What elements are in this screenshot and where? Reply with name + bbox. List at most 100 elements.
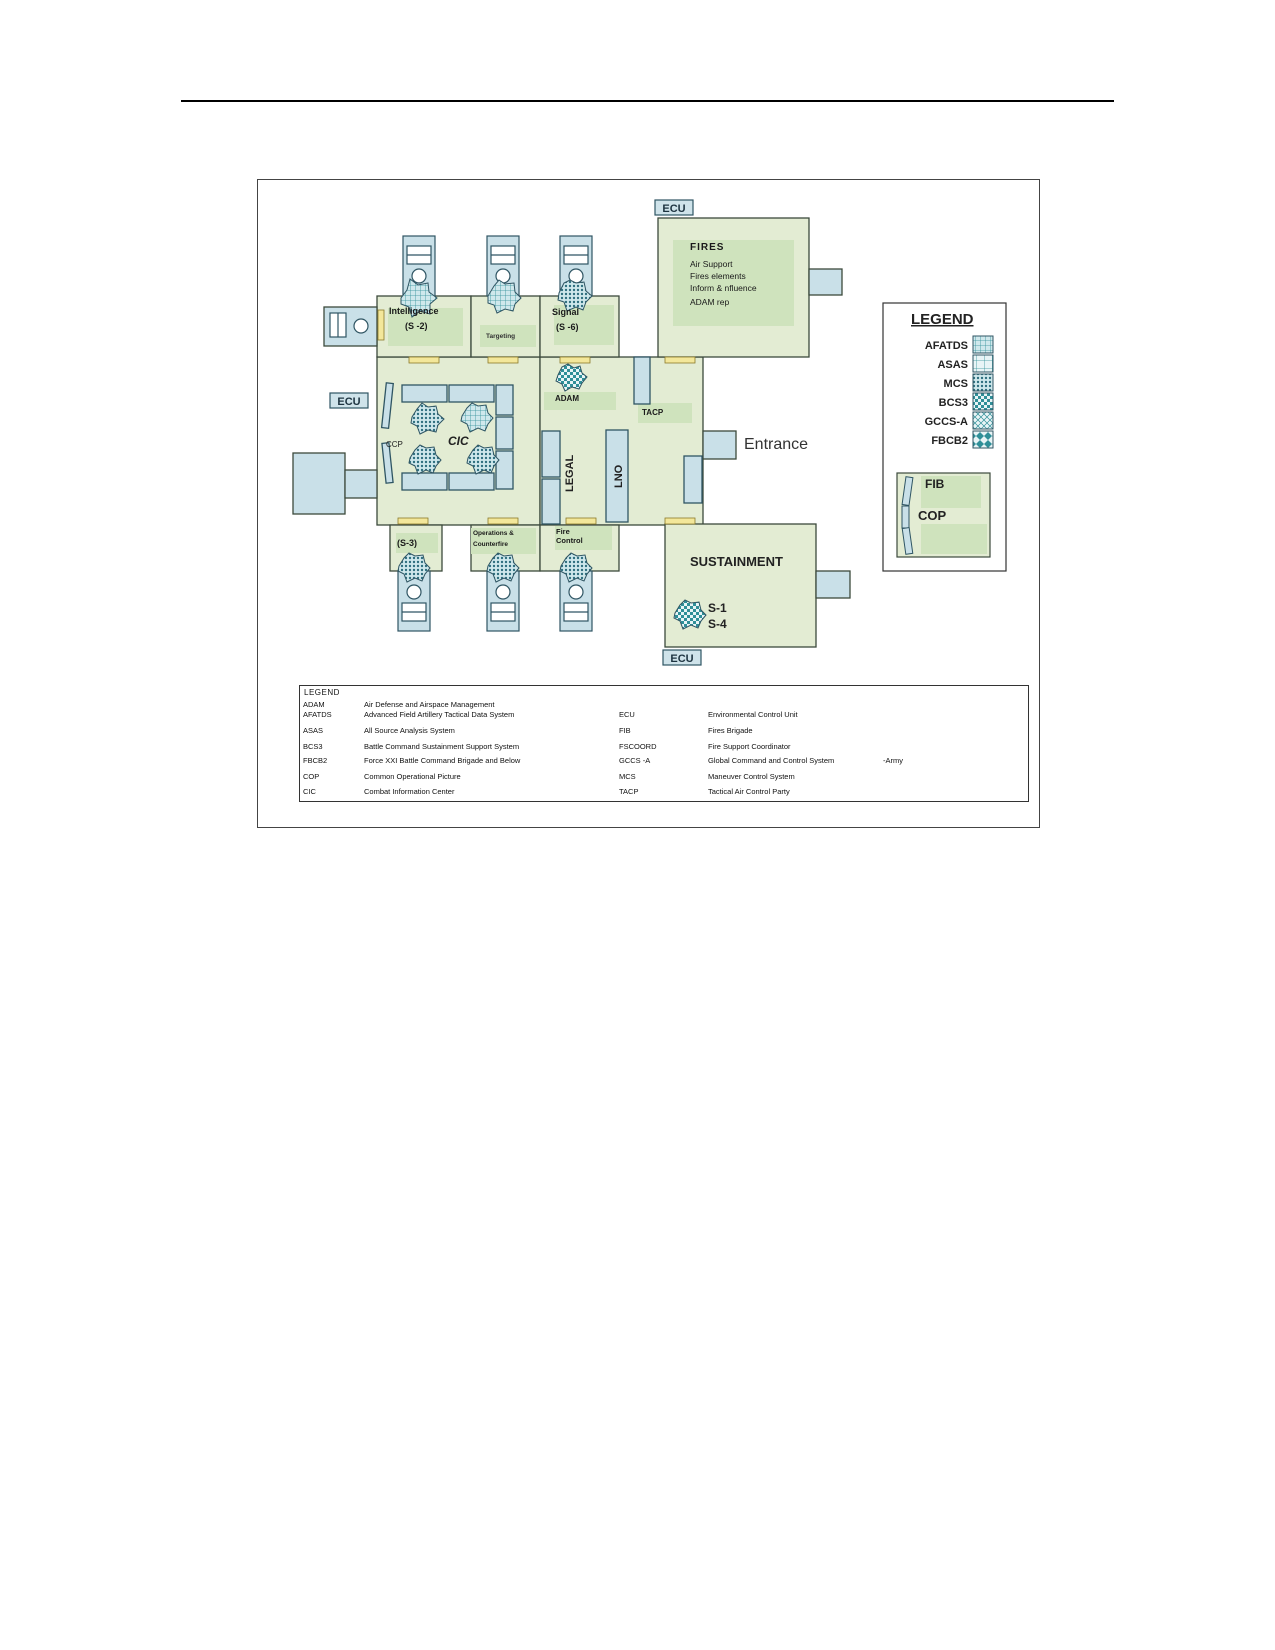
abbreviation-row: AFATDS Advanced Field Artillery Tactical… (300, 710, 1028, 722)
left-annex (292, 452, 346, 515)
symbol-legend: LEGEND AFATDS ASAS MCS BCS3 GCCS-A FBCB2… (882, 302, 1007, 572)
abbr-meaning: Environmental Control Unit (708, 710, 798, 719)
targeting-label: Targeting (486, 333, 515, 340)
system-terminals (397, 278, 707, 630)
adam-label: ADAM (555, 394, 579, 403)
abbr-meaning: Maneuver Control System (708, 772, 795, 781)
bcs3-terminal-adam (555, 363, 588, 392)
legend-swatch-gccs-a (972, 411, 994, 430)
abbreviation-title: LEGEND (304, 688, 340, 697)
header-rule (181, 100, 1114, 102)
fires-item-2: Fires elements (690, 271, 746, 281)
legend-item-bcs3: BCS3 (939, 397, 968, 409)
intelligence-label: Intelligence (389, 306, 439, 316)
legend-swatch-afatds (972, 335, 994, 354)
s4-label: S-4 (708, 617, 727, 631)
sustainment-label: SUSTAINMENT (690, 554, 783, 569)
legend-item-fbcb2: FBCB2 (931, 435, 968, 447)
entrance-label: Entrance (744, 436, 808, 453)
fires-item-4: ADAM rep (690, 297, 729, 307)
ecu-label-left: ECU (337, 396, 360, 408)
abbr-code: COP (303, 772, 320, 781)
abbr-code: CIC (303, 787, 316, 796)
room-labels: FIRES Air Support Fires elements Inform … (386, 242, 808, 631)
abbr-code: AFATDS (303, 710, 332, 719)
fires-annex (808, 268, 843, 296)
ccp-label: CCP (386, 440, 403, 449)
entrance-vestibule (702, 430, 737, 460)
mcs-terminal-cic-2 (408, 444, 442, 475)
abbr-meaning: Fires Brigade (708, 726, 753, 735)
cic-label: CIC (448, 434, 469, 448)
abbr-meaning: Force XXI Battle Command Brigade and Bel… (364, 756, 521, 765)
afatds-terminal (400, 278, 438, 318)
abbr-code: GCCS -A (619, 756, 651, 765)
legend-item-asas: ASAS (937, 359, 968, 371)
abbr-code: ASAS (303, 726, 324, 735)
s3-label: (S-3) (397, 538, 417, 548)
workstations (380, 356, 703, 525)
s2-label: (S -2) (405, 321, 428, 331)
figure-frame (257, 179, 1040, 828)
abbr-meaning: Advanced Field Artillery Tactical Data S… (364, 710, 515, 719)
abbr-meaning: Combat Information Center (364, 787, 455, 796)
s1-label: S-1 (708, 601, 727, 615)
afatds-terminal-cic (460, 402, 494, 433)
abbr-code: FBCB2 (303, 756, 328, 765)
sustainment-annex (815, 570, 851, 599)
room-panels (388, 240, 794, 554)
abbr-meaning-extra: -Army (883, 756, 903, 765)
abbr-meaning: Fire Support Coordinator (708, 742, 791, 751)
legend-cop-label: COP (918, 508, 947, 523)
abbr-meaning: Global Command and Control System (708, 756, 835, 765)
sustainment-room (664, 523, 817, 648)
ecu-label-top: ECU (662, 203, 685, 215)
command-post-layout-diagram: ECU ECU ECU FIRES Air Support Fires elem… (292, 199, 1007, 666)
abbreviation-legend-table: LEGEND ADAM Air Defense and Airspace Man… (299, 685, 1029, 802)
abbr-code: ECU (619, 710, 635, 719)
abbreviation-row: ADAM Air Defense and Airspace Management (300, 700, 1028, 712)
abbr-code: FIB (619, 726, 631, 735)
fire-control-label-2: Control (556, 536, 583, 545)
operations-label: Operations & (473, 530, 514, 537)
afatds-terminal-targeting (487, 279, 522, 314)
legend-title: LEGEND (911, 311, 974, 328)
abbr-meaning: Air Defense and Airspace Management (364, 700, 495, 709)
legend-swatch-fbcb2 (972, 430, 994, 449)
mcs-terminal-firecontrol (559, 552, 593, 583)
abbr-code: FSCOORD (619, 742, 657, 751)
abbr-code: BCS3 (303, 742, 323, 751)
desks (377, 309, 696, 525)
s6-label: (S -6) (556, 322, 579, 332)
mcs-terminal-ops (486, 552, 520, 583)
abbreviation-row: ASAS All Source Analysis System FIB Fire… (300, 726, 1028, 738)
legend-fib-label: FIB (925, 477, 945, 491)
ecu-boxes (329, 199, 702, 666)
legend-swatch-mcs (972, 373, 994, 392)
ecu-label-bottom: ECU (670, 653, 693, 665)
mcs-terminal-cic-1 (410, 402, 445, 435)
legend-swatch-asas (972, 354, 994, 373)
abbreviation-row: COP Common Operational Picture MCS Maneu… (300, 772, 1028, 784)
abbr-code: MCS (619, 772, 636, 781)
mcs-terminal-s3 (397, 552, 431, 583)
fire-control-label-1: Fire (556, 527, 570, 536)
mcs-terminal-signal (557, 279, 593, 312)
abbr-code: TACP (619, 787, 639, 796)
abbreviation-row: CIC Combat Information Center TACP Tacti… (300, 787, 1028, 799)
legal-label: LEGAL (564, 454, 576, 492)
left-annex-connector (344, 469, 378, 499)
bcs3-terminal-sustainment (673, 599, 707, 630)
legend-swatch-bcs3 (972, 392, 994, 411)
lno-label: LNO (613, 464, 625, 488)
legend-item-afatds: AFATDS (925, 340, 968, 352)
legend-item-mcs: MCS (944, 378, 968, 390)
abbreviation-row: FBCB2 Force XXI Battle Command Brigade a… (300, 756, 1028, 768)
abbr-code: ADAM (303, 700, 325, 709)
operators (353, 268, 584, 600)
abbr-meaning: Battle Command Sustainment Support Syste… (364, 742, 520, 751)
legend-item-gccs-a: GCCS-A (925, 416, 968, 428)
fires-item-1: Air Support (690, 259, 733, 269)
abbreviation-row: BCS3 Battle Command Sustainment Support … (300, 742, 1028, 754)
fires-title: FIRES (690, 242, 724, 253)
